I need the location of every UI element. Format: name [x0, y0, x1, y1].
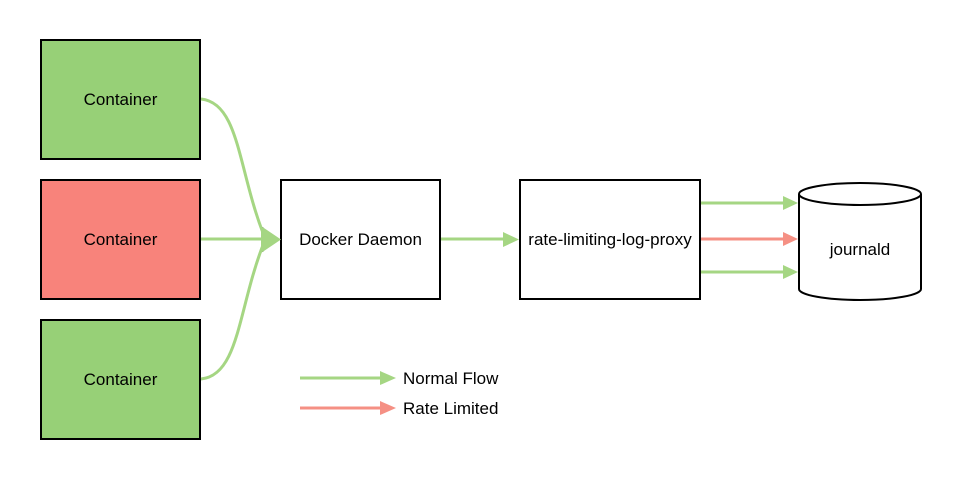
- arrowhead-proxy-journald-3: [783, 265, 798, 279]
- arrowhead-into-daemon: [261, 226, 281, 253]
- journald-cylinder-body: [798, 194, 922, 301]
- legend-normal-flow-arrow: [300, 371, 396, 385]
- node-docker-daemon-label: Docker Daemon: [299, 229, 422, 249]
- node-container-middle-label: Container: [83, 229, 158, 249]
- node-container-top-label: Container: [83, 89, 158, 109]
- node-log-proxy-label: rate-limiting-log-proxy: [528, 229, 692, 249]
- edge-container-bottom-to-daemon: [200, 244, 265, 381]
- node-log-proxy: rate-limiting-log-proxy: [519, 179, 701, 300]
- node-container-bottom: Container: [40, 319, 201, 440]
- legend-rate-limited-arrowhead: [380, 401, 396, 415]
- node-container-bottom-label: Container: [83, 369, 158, 389]
- edge-container-top-to-daemon: [200, 97, 265, 234]
- legend-normal-flow-arrowhead: [380, 371, 396, 385]
- legend-normal-flow-label: Normal Flow: [403, 369, 499, 388]
- arrowhead-proxy-journald-2-rate-limited: [783, 232, 798, 246]
- journald-cylinder: [798, 182, 922, 301]
- arrowhead-into-proxy: [503, 232, 519, 247]
- legend-rate-limited-arrow: [300, 401, 396, 415]
- node-container-top: Container: [40, 39, 201, 160]
- node-journald-label: journald: [829, 240, 891, 259]
- legend-rate-limited-label: Rate Limited: [403, 399, 499, 418]
- arrowhead-proxy-journald-1: [783, 196, 798, 210]
- node-container-middle: Container: [40, 179, 201, 300]
- node-docker-daemon: Docker Daemon: [280, 179, 441, 300]
- journald-cylinder-top: [798, 182, 922, 206]
